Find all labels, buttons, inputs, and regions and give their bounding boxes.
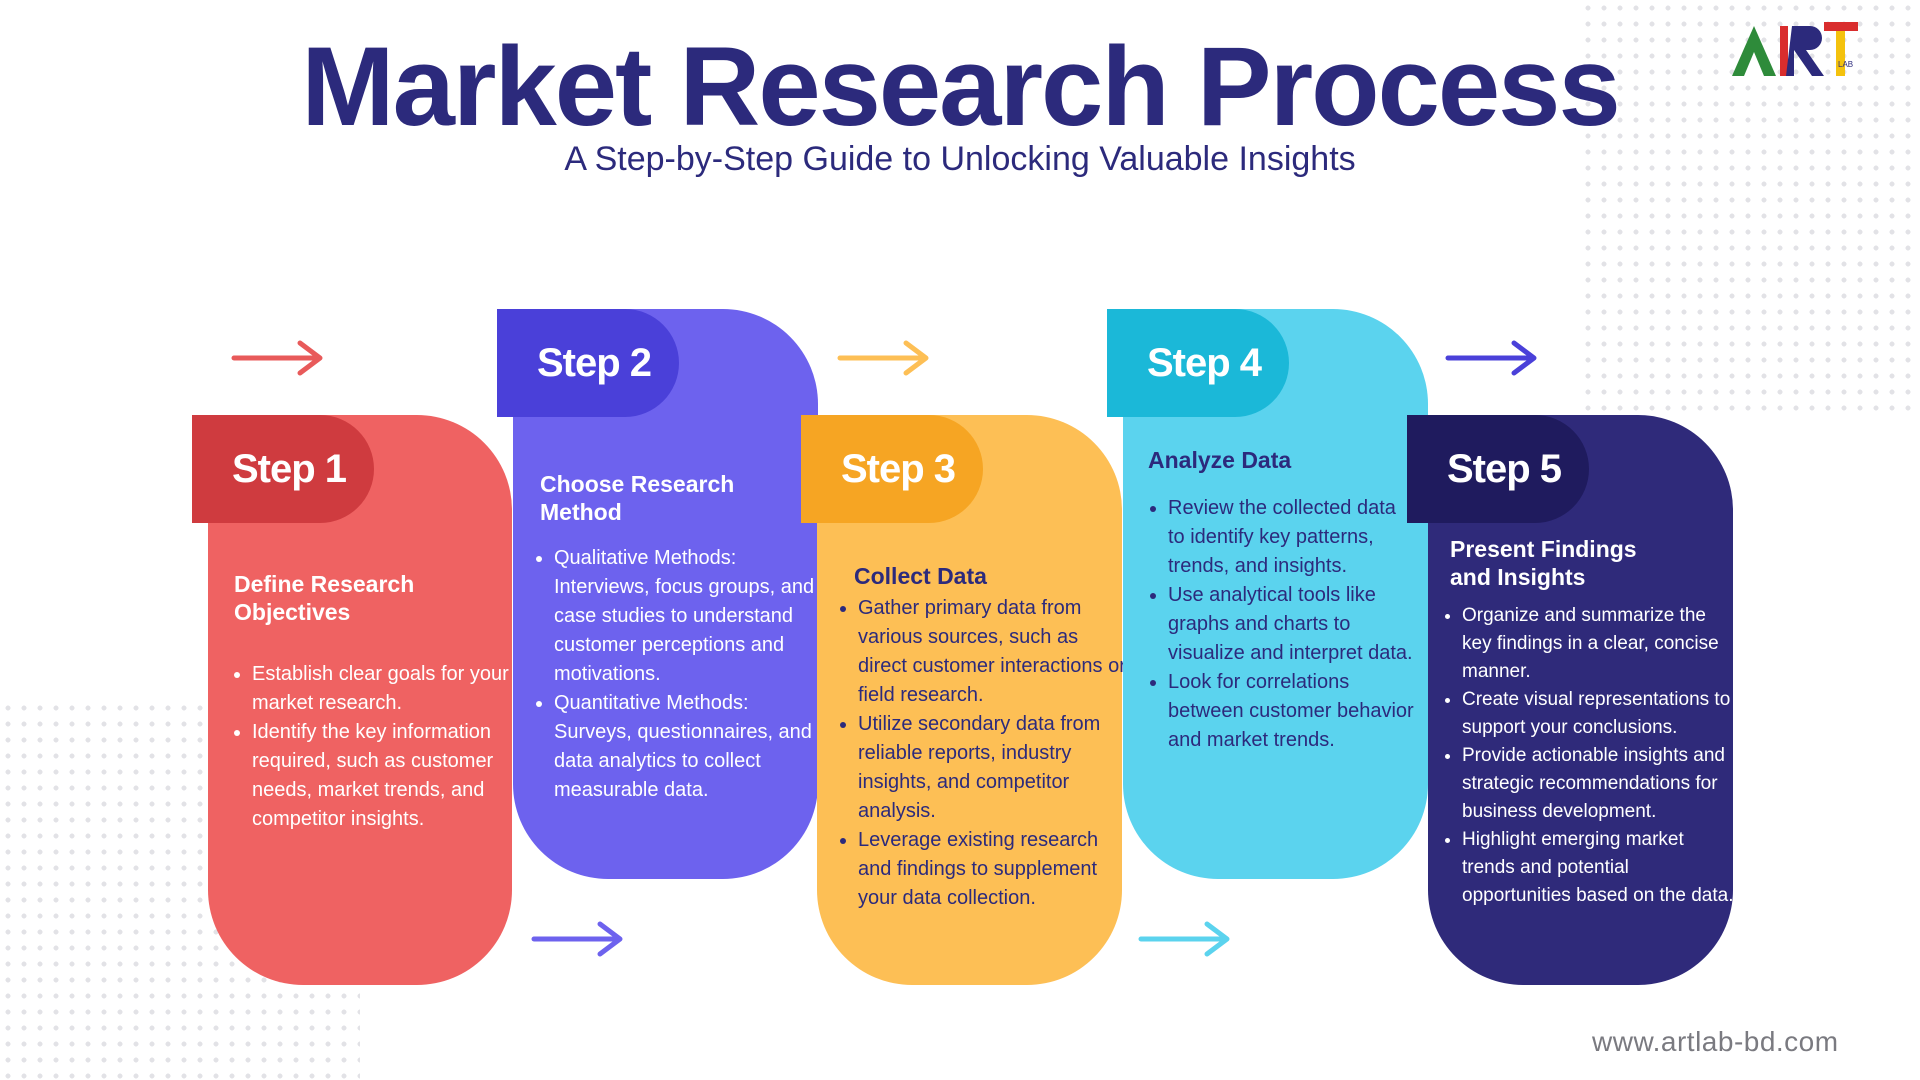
artlab-logo	[1732, 22, 1858, 76]
arrow-right-icon	[231, 340, 323, 376]
step-5-bullet-4: Highlight emerging market trends and pot…	[1462, 826, 1740, 910]
step-2-bullet-2: Quantitative Methods: Surveys, questionn…	[554, 689, 824, 805]
step-2-bullets: Qualitative Methods: Interviews, focus g…	[534, 544, 824, 805]
step-2-heading: Choose Research Method	[540, 471, 735, 525]
step-1-heading: Define Research Objectives	[234, 571, 415, 625]
arrow-right-icon	[531, 921, 623, 957]
step-5-bullets: Organize and summarize the key findings …	[1442, 602, 1740, 910]
step-1-tab: Step 1	[192, 415, 374, 523]
step-4-bullets: Review the collected data to identify ke…	[1148, 494, 1418, 755]
step-5-bullet-1: Organize and summarize the key findings …	[1462, 602, 1740, 686]
step-5-heading: Present Findings and Insights	[1450, 536, 1637, 590]
step-3-bullet-2: Utilize secondary data from reliable rep…	[858, 710, 1130, 826]
step-2-tab: Step 2	[497, 309, 679, 417]
step-4-heading: Analyze Data	[1148, 447, 1292, 473]
step-4-tab: Step 4	[1107, 309, 1289, 417]
arrow-right-icon	[1138, 921, 1230, 957]
step-3-tab: Step 3	[801, 415, 983, 523]
step-3-heading: Collect Data	[854, 563, 987, 589]
step-2-bullet-1: Qualitative Methods: Interviews, focus g…	[554, 544, 824, 689]
step-4-bullet-1: Review the collected data to identify ke…	[1168, 494, 1418, 581]
page-title: Market Research Process	[301, 24, 1620, 149]
step-5-tab: Step 5	[1407, 415, 1589, 523]
step-5-bullet-2: Create visual representations to support…	[1462, 686, 1740, 742]
arrow-right-icon	[837, 340, 929, 376]
step-1-bullets: Establish clear goals for your market re…	[232, 660, 514, 834]
step-4-bullet-2: Use analytical tools like graphs and cha…	[1168, 581, 1418, 668]
step-5-bullet-3: Provide actionable insights and strategi…	[1462, 742, 1740, 826]
step-3-bullet-3: Leverage existing research and findings …	[858, 826, 1130, 913]
arrow-right-icon	[1445, 340, 1537, 376]
website-url: www.artlab-bd.com	[1592, 1026, 1839, 1057]
step-3-bullets: Gather primary data from various sources…	[838, 594, 1130, 913]
logo-sub-text: LAB	[1838, 60, 1854, 69]
step-3-bullet-1: Gather primary data from various sources…	[858, 594, 1130, 710]
step-1-bullet-1: Establish clear goals for your market re…	[252, 660, 514, 718]
step-1-bullet-2: Identify the key information required, s…	[252, 718, 514, 834]
page-subtitle: A Step-by-Step Guide to Unlocking Valuab…	[564, 140, 1356, 178]
step-4-bullet-3: Look for correlations between customer b…	[1168, 668, 1418, 755]
